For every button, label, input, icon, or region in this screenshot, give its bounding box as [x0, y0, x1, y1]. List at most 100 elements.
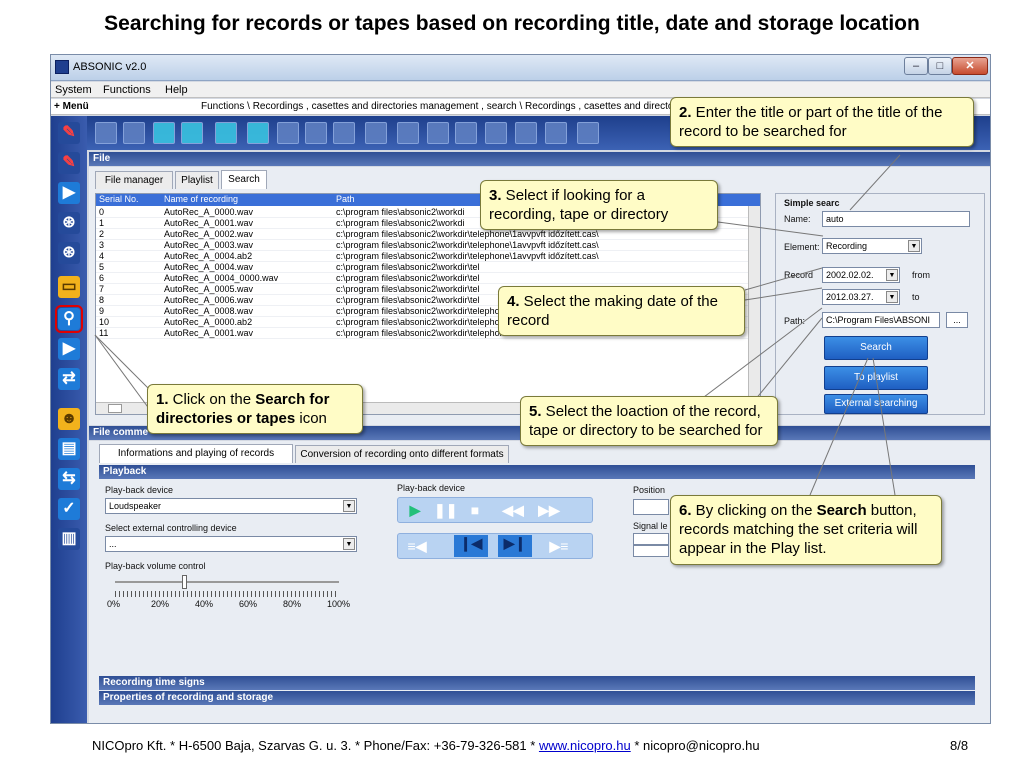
toolbar-delete-icon[interactable] — [247, 122, 269, 144]
footer-email: * nicopro@nicopro.hu — [630, 738, 760, 753]
toolbar-save-icon[interactable] — [153, 122, 175, 144]
play-icon[interactable]: ▶ — [58, 182, 80, 204]
table-cell: 11 — [99, 328, 109, 338]
next-list-icon[interactable]: ▶≡ — [549, 538, 569, 554]
toolbar-convert-icon[interactable] — [485, 122, 507, 144]
col-name[interactable]: Name of recording — [164, 194, 239, 204]
ext-device-select[interactable]: ... ▼ — [105, 536, 357, 552]
date-to-select[interactable]: 2012.03.27. ▼ — [822, 289, 900, 305]
toolbar-remove-icon[interactable] — [123, 122, 145, 144]
stop-button-icon[interactable]: ■ — [470, 502, 480, 518]
toolbar-copy-icon[interactable] — [277, 122, 299, 144]
tab-informations[interactable]: Informations and playing of records — [99, 444, 293, 463]
toolbar-check-icon[interactable] — [455, 122, 477, 144]
tab-playlist[interactable]: Playlist — [175, 171, 219, 189]
search-button[interactable]: Search — [824, 336, 928, 360]
name-label: Name: — [784, 214, 811, 224]
exchange-icon[interactable]: ⇆ — [58, 468, 80, 490]
time-signs-header[interactable]: Recording time signs — [99, 676, 975, 690]
left-sidebar: ✎ ✎ ▶ ⊛ ⊛ ▭ ⚲ ▶ ⇄ ☻ ▤ ⇆ ✓ ▥ — [51, 116, 87, 723]
pause-button-icon[interactable]: ❚❚ — [434, 502, 458, 518]
reels-icon[interactable]: ⊛ — [58, 242, 80, 264]
footer-website-link[interactable]: www.nicopro.hu — [538, 738, 631, 753]
date-from-select[interactable]: 2002.02.02. ▼ — [822, 267, 900, 283]
menu-functions[interactable]: Functions — [103, 84, 151, 96]
toolbar-list-icon[interactable] — [427, 122, 449, 144]
chevron-down-icon[interactable]: ▼ — [343, 500, 355, 512]
element-select[interactable]: Recording ▼ — [822, 238, 922, 254]
position-label: Position — [633, 485, 666, 495]
chevron-down-icon[interactable]: ▼ — [886, 269, 898, 281]
document-icon[interactable]: ▤ — [58, 438, 80, 460]
external-searching-button[interactable]: External searching — [824, 394, 928, 414]
col-serial[interactable]: Serial No. — [99, 194, 139, 204]
toolbar-trash-icon[interactable] — [333, 122, 355, 144]
folder-icon[interactable]: ▭ — [58, 276, 80, 298]
toolbar-tag-icon[interactable] — [397, 122, 419, 144]
table-cell: c:\program files\absonic2\workdir\teleph… — [336, 251, 599, 261]
menu-help[interactable]: Help — [165, 84, 188, 96]
name-input[interactable]: auto — [822, 211, 970, 227]
toolbar-abcde-icon[interactable] — [545, 122, 567, 144]
volume-tick-label: 20% — [151, 599, 170, 609]
play-button-icon[interactable]: ▶ — [409, 502, 421, 518]
volume-slider[interactable] — [182, 575, 188, 589]
maximize-button[interactable]: □ — [928, 57, 952, 75]
to-playlist-button[interactable]: To playlist — [824, 366, 928, 390]
close-button[interactable]: ✕ — [952, 57, 988, 75]
callout-6-number: 6. — [679, 502, 692, 519]
rewind-button-icon[interactable]: ◀◀ — [502, 502, 524, 518]
toolbar-print-icon[interactable] — [577, 122, 599, 144]
device-select[interactable]: Loudspeaker ▼ — [105, 498, 357, 514]
tab-conversion[interactable]: Conversion of recording onto different f… — [295, 445, 509, 463]
properties-header[interactable]: Properties of recording and storage — [99, 691, 975, 705]
user-icon[interactable]: ☻ — [58, 408, 80, 430]
book-icon[interactable]: ▥ — [58, 528, 80, 550]
toolbar-open-icon[interactable] — [215, 122, 237, 144]
toolbar-saveas-icon[interactable] — [181, 122, 203, 144]
skip-back-icon[interactable]: ❙◀ — [454, 535, 488, 557]
forward-button-icon[interactable]: ▶▶ — [538, 502, 560, 518]
menu-system[interactable]: System — [55, 84, 92, 96]
toolbar-add-icon[interactable] — [95, 122, 117, 144]
device-value: Loudspeaker — [109, 501, 162, 511]
tab-file-manager[interactable]: File manager — [95, 171, 173, 189]
transfer-icon[interactable]: ⇄ — [58, 368, 80, 390]
toolbar-paste-icon[interactable] — [305, 122, 327, 144]
volume-scale: 0%20%40%60%80%100% — [107, 599, 357, 611]
pens-icon[interactable]: ✎ — [58, 152, 80, 174]
tab-search[interactable]: Search — [221, 170, 267, 189]
col-path[interactable]: Path — [336, 194, 355, 204]
toolbar-binary-icon[interactable] — [515, 122, 537, 144]
chevron-down-icon[interactable]: ▼ — [886, 291, 898, 303]
play-forward-icon[interactable]: ▶ — [58, 338, 80, 360]
browse-button[interactable]: ... — [946, 312, 968, 328]
wrench-icon[interactable]: ✓ — [58, 498, 80, 520]
chevron-down-icon[interactable]: ▼ — [908, 240, 920, 252]
reel-icon[interactable]: ⊛ — [58, 212, 80, 234]
minimize-button[interactable]: – — [904, 57, 928, 75]
vertical-scrollbar[interactable] — [748, 206, 760, 404]
table-cell: c:\program files\absonic2\workdir\teleph… — [336, 229, 599, 239]
chevron-down-icon[interactable]: ▼ — [343, 538, 355, 550]
prev-list-icon[interactable]: ≡◀ — [407, 538, 427, 554]
scroll-thumb[interactable] — [108, 404, 122, 413]
skip-forward-icon[interactable]: ▶❙ — [498, 535, 532, 557]
pen-icon[interactable]: ✎ — [58, 122, 80, 144]
menu-toggle[interactable]: + Menü — [54, 101, 89, 112]
search-icon[interactable]: ⚲ — [55, 305, 83, 333]
path-input[interactable]: C:\Program Files\ABSONI — [822, 312, 940, 328]
toolbar-edit-icon[interactable] — [365, 122, 387, 144]
